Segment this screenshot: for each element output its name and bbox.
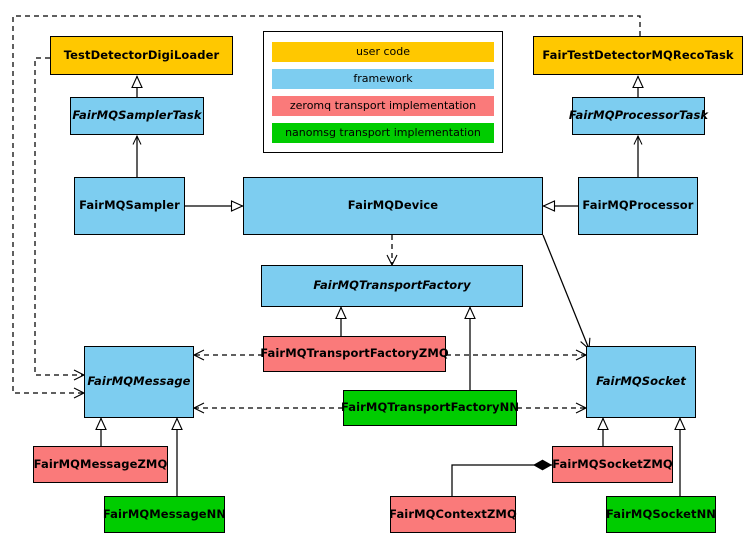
legend-label-user-code: user code	[355, 45, 411, 58]
class-node-fairmqprocessortask[interactable]: FairMQProcessorTask	[568, 97, 709, 135]
class-label-fairmqdevice: FairMQDevice	[347, 198, 439, 213]
legend-item-nanomsg: nanomsg transport implementation	[272, 122, 494, 143]
class-node-fairmqsamplertask[interactable]: FairMQSamplerTask	[70, 97, 204, 135]
class-node-fairmqmessagenn[interactable]: FairMQMessageNN	[102, 496, 227, 533]
class-node-fairmqtransportfactory[interactable]: FairMQTransportFactory	[261, 265, 523, 307]
class-node-fairtestdetectormqrecotask[interactable]: FairTestDetectorMQRecoTask	[533, 36, 743, 75]
class-label-fairmqprocessortask: FairMQProcessorTask	[568, 108, 709, 123]
class-node-fairmqtransportfactoryzmq[interactable]: FairMQTransportFactoryZMQ	[260, 336, 449, 372]
class-label-fairmqmessagezmq: FairMQMessageZMQ	[33, 456, 168, 471]
legend-item-zeromq: zeromq transport implementation	[272, 95, 494, 116]
class-node-fairmqsampler[interactable]: FairMQSampler	[74, 177, 185, 235]
class-node-fairmqsocketnn[interactable]: FairMQSocketNN	[606, 496, 716, 533]
class-label-fairmqtransportfactory: FairMQTransportFactory	[313, 278, 471, 293]
class-node-fairmqdevice[interactable]: FairMQDevice	[243, 177, 543, 235]
class-node-fairmqtransportfactorynn[interactable]: FairMQTransportFactoryNN	[340, 390, 520, 426]
class-label-fairmqmessage: FairMQMessage	[87, 374, 191, 389]
legend-item-user-code: user code	[272, 41, 494, 62]
class-label-fairtestdetectormqrecotask: FairTestDetectorMQRecoTask	[542, 47, 734, 62]
class-node-fairmqsocketzmq[interactable]: FairMQSocketZMQ	[552, 446, 673, 483]
legend-item-framework: framework	[272, 68, 494, 89]
class-label-testdetectordigiloader: TestDetectorDigiLoader	[63, 47, 220, 62]
edge-device-to-socket	[542, 234, 591, 351]
class-node-fairmqmessagezmq[interactable]: FairMQMessageZMQ	[33, 446, 168, 483]
class-label-fairmqsocket: FairMQSocket	[596, 374, 686, 389]
class-label-fairmqtransportfactoryzmq: FairMQTransportFactoryZMQ	[260, 346, 449, 361]
legend-label-nanomsg: nanomsg transport implementation	[285, 126, 481, 139]
class-node-fairmqcontextzmq[interactable]: FairMQContextZMQ	[389, 496, 517, 533]
class-label-fairmqsocketnn: FairMQSocketNN	[605, 506, 717, 521]
class-label-fairmqsocketzmq: FairMQSocketZMQ	[552, 456, 673, 471]
class-label-fairmqsamplertask: FairMQSamplerTask	[72, 108, 202, 123]
legend: user code framework zeromq transport imp…	[263, 31, 503, 153]
class-node-testdetectordigiloader[interactable]: TestDetectorDigiLoader	[50, 36, 233, 75]
legend-label-zeromq: zeromq transport implementation	[289, 99, 477, 112]
legend-label-framework: framework	[353, 72, 413, 85]
class-label-fairmqtransportfactorynn: FairMQTransportFactoryNN	[340, 400, 520, 415]
edge-contextzmq-to-socketzmq	[451, 465, 552, 496]
class-label-fairmqsampler: FairMQSampler	[79, 198, 180, 213]
class-node-fairmqmessage[interactable]: FairMQMessage	[84, 346, 194, 418]
class-node-fairmqsocket[interactable]: FairMQSocket	[586, 346, 696, 418]
class-label-fairmqprocessor: FairMQProcessor	[582, 198, 694, 213]
class-label-fairmqmessagenn: FairMQMessageNN	[102, 506, 227, 521]
class-label-fairmqcontextzmq: FairMQContextZMQ	[389, 506, 517, 521]
class-node-fairmqprocessor[interactable]: FairMQProcessor	[578, 177, 698, 235]
